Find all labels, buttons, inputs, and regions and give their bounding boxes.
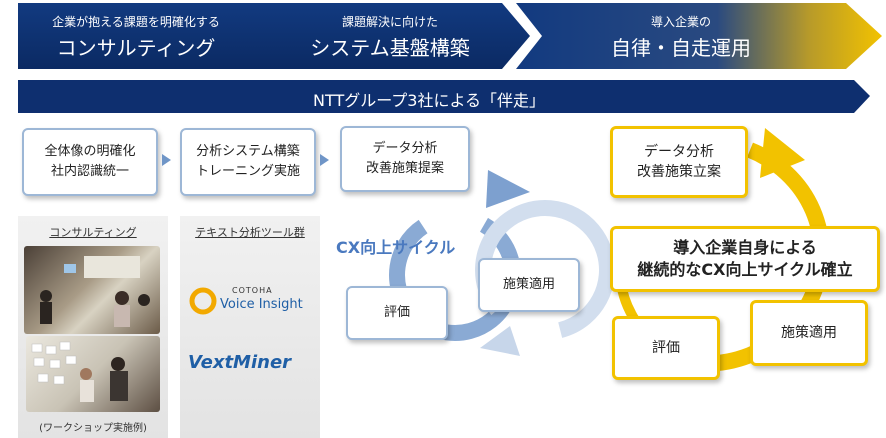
cotoha-small-text: COTOHA xyxy=(232,286,273,295)
step-consulting-subtitle: 企業が抱える課題を明確化する xyxy=(52,15,220,29)
step-autonomy: 導入企業の 自律・自走運用 xyxy=(516,3,886,69)
own-apply-box: 施策適用 xyxy=(750,300,868,366)
consulting-panel: コンサルティング (ワークショップ実施例) xyxy=(18,216,168,438)
vextminer-logo: VextMiner xyxy=(188,352,292,373)
workshop-photo-2 xyxy=(26,336,160,412)
step-system-title: システム基盤構築 xyxy=(310,36,470,60)
step-autonomy-title: 自律・自走運用 xyxy=(611,36,751,60)
own-eval-box: 評価 xyxy=(612,316,720,380)
tools-panel: テキスト分析ツール群 COTOHA Voice Insight VextMine… xyxy=(180,216,320,438)
banner-arrow-shape xyxy=(18,80,870,113)
consulting-panel-caption: (ワークショップ実施例) xyxy=(39,423,147,434)
workshop-photo-1 xyxy=(24,246,160,334)
chevron-shape xyxy=(240,3,530,69)
flow-box-clarify: 全体像の明確化 社内認識統一 xyxy=(22,128,158,196)
arrow-right-icon xyxy=(162,154,171,166)
cotoha-ring-icon xyxy=(189,287,217,315)
workshop-photo-1-figures xyxy=(40,256,150,327)
step-consulting-title: コンサルティング xyxy=(56,36,216,60)
tools-panel-title: テキスト分析ツール群 xyxy=(195,226,305,239)
flow-box-analysis: データ分析 改善施策提案 xyxy=(340,126,470,192)
own-center-box: 導入企業自身による 継続的なCX向上サイクル確立 xyxy=(610,226,880,292)
step-consulting: 企業が抱える課題を明確化する コンサルティング xyxy=(18,3,274,69)
ntt-banner: NTTグループ3社による「伴走」 xyxy=(18,80,870,113)
step-system: 課題解決に向けた システム基盤構築 xyxy=(240,3,530,69)
cx-eval-box: 評価 xyxy=(346,286,448,340)
flow-box-build: 分析システム構築 トレーニング実施 xyxy=(180,128,316,196)
chevron-shape xyxy=(516,3,882,69)
workshop-photo-2-figures xyxy=(31,341,128,402)
cotoha-logo: COTOHA Voice Insight xyxy=(188,286,318,320)
cx-cycle-label: CX向上サイクル xyxy=(336,238,456,257)
cotoha-big-text: Voice Insight xyxy=(220,297,303,312)
banner-text: NTTグループ3社による「伴走」 xyxy=(313,91,545,110)
arrow-right-icon xyxy=(320,154,329,166)
step-autonomy-subtitle: 導入企業の xyxy=(650,15,711,29)
chevron-shape xyxy=(18,3,274,69)
cx-apply-box: 施策適用 xyxy=(478,258,580,312)
own-analysis-box: データ分析 改善施策立案 xyxy=(610,126,748,198)
step-system-subtitle: 課題解決に向けた xyxy=(341,15,438,29)
consulting-panel-title: コンサルティング xyxy=(49,226,137,239)
